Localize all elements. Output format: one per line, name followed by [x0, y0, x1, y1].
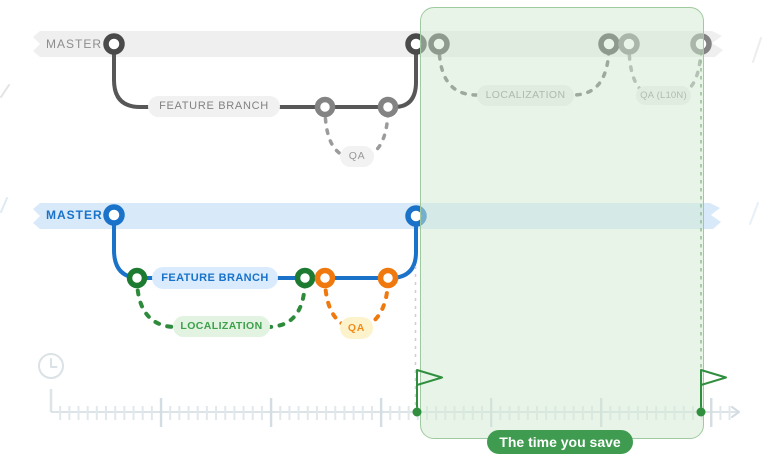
timeline-arrow-icon — [731, 406, 740, 418]
qa-pill-top: QA — [340, 146, 374, 167]
clock-icon — [38, 353, 64, 379]
qa-pill-bottom: QA — [340, 317, 373, 339]
localization-pill-top: LOCALIZATION — [477, 85, 574, 106]
time-you-save-button[interactable]: The time you save — [487, 430, 633, 454]
feature-branch-pill-top: FEATURE BRANCH — [148, 96, 280, 117]
feature-branch-pill-bottom: FEATURE BRANCH — [152, 267, 278, 289]
master-band-blue — [33, 203, 721, 229]
qa-l10n-pill-top: QA (L10N) — [636, 86, 691, 105]
master-label-top: MASTER — [46, 37, 103, 51]
master-label-bottom: MASTER — [46, 208, 103, 222]
timeline — [38, 353, 740, 427]
localization-pill-bottom: LOCALIZATION — [173, 316, 270, 337]
torn-edge-marks — [0, 37, 762, 225]
